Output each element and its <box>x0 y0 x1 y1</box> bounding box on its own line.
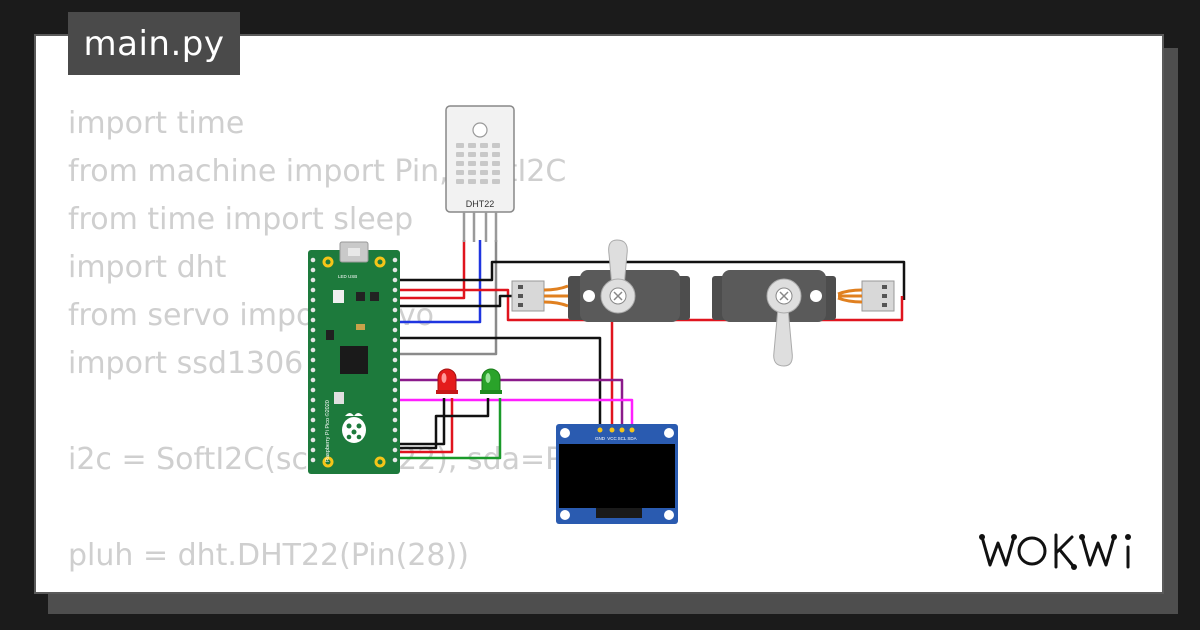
code-line: from time import sleep <box>68 202 414 237</box>
wire-black-top <box>398 260 906 300</box>
wire-oled-sda <box>398 398 634 428</box>
dht22-label: DHT22 <box>466 199 495 209</box>
dht22-sensor: DHT22 <box>445 105 515 242</box>
wire-black-servo <box>398 294 516 308</box>
code-line: import dht <box>68 250 227 285</box>
code-line: import ssd1306 <box>68 346 304 381</box>
wire-dht-gray <box>398 240 498 356</box>
code-line: import time <box>68 106 245 141</box>
led-green <box>480 368 502 394</box>
wire-led-green-green <box>398 398 502 460</box>
oled-display: GND VCC SCL SDA <box>556 424 678 524</box>
wire-oled-gnd <box>398 336 602 428</box>
wire-dht-red <box>398 240 466 300</box>
oled-pin-vcc: VCC <box>607 436 617 441</box>
wire-led-red-black <box>398 398 446 446</box>
pico-silkscreen: Raspberry Pi Pico ©2020 <box>324 400 331 462</box>
raspberry-logo-icon <box>342 413 366 443</box>
oled-pin-scl: SCL <box>618 436 627 441</box>
wire-led-green-black <box>398 398 490 450</box>
wokwi-logo <box>979 533 1131 570</box>
wire-oled-scl <box>398 378 624 428</box>
wire-red-servo <box>398 288 904 322</box>
pico-led-label: LED <box>338 274 348 279</box>
servo-motor-left <box>511 239 706 322</box>
oled-pin-sda: SDA <box>627 436 636 441</box>
servo-motor-right <box>694 270 895 367</box>
file-tab[interactable]: main.py <box>68 12 240 75</box>
code-line: pluh = dht.DHT22(Pin(28)) <box>68 538 469 573</box>
oled-pin-gnd: GND <box>595 436 606 441</box>
pico-board: LED USB Raspberry Pi Pico ©2020 <box>308 241 400 474</box>
led-red <box>436 368 458 394</box>
wire-dht-blue <box>398 240 482 324</box>
pico-usb-label: USB <box>348 274 357 279</box>
